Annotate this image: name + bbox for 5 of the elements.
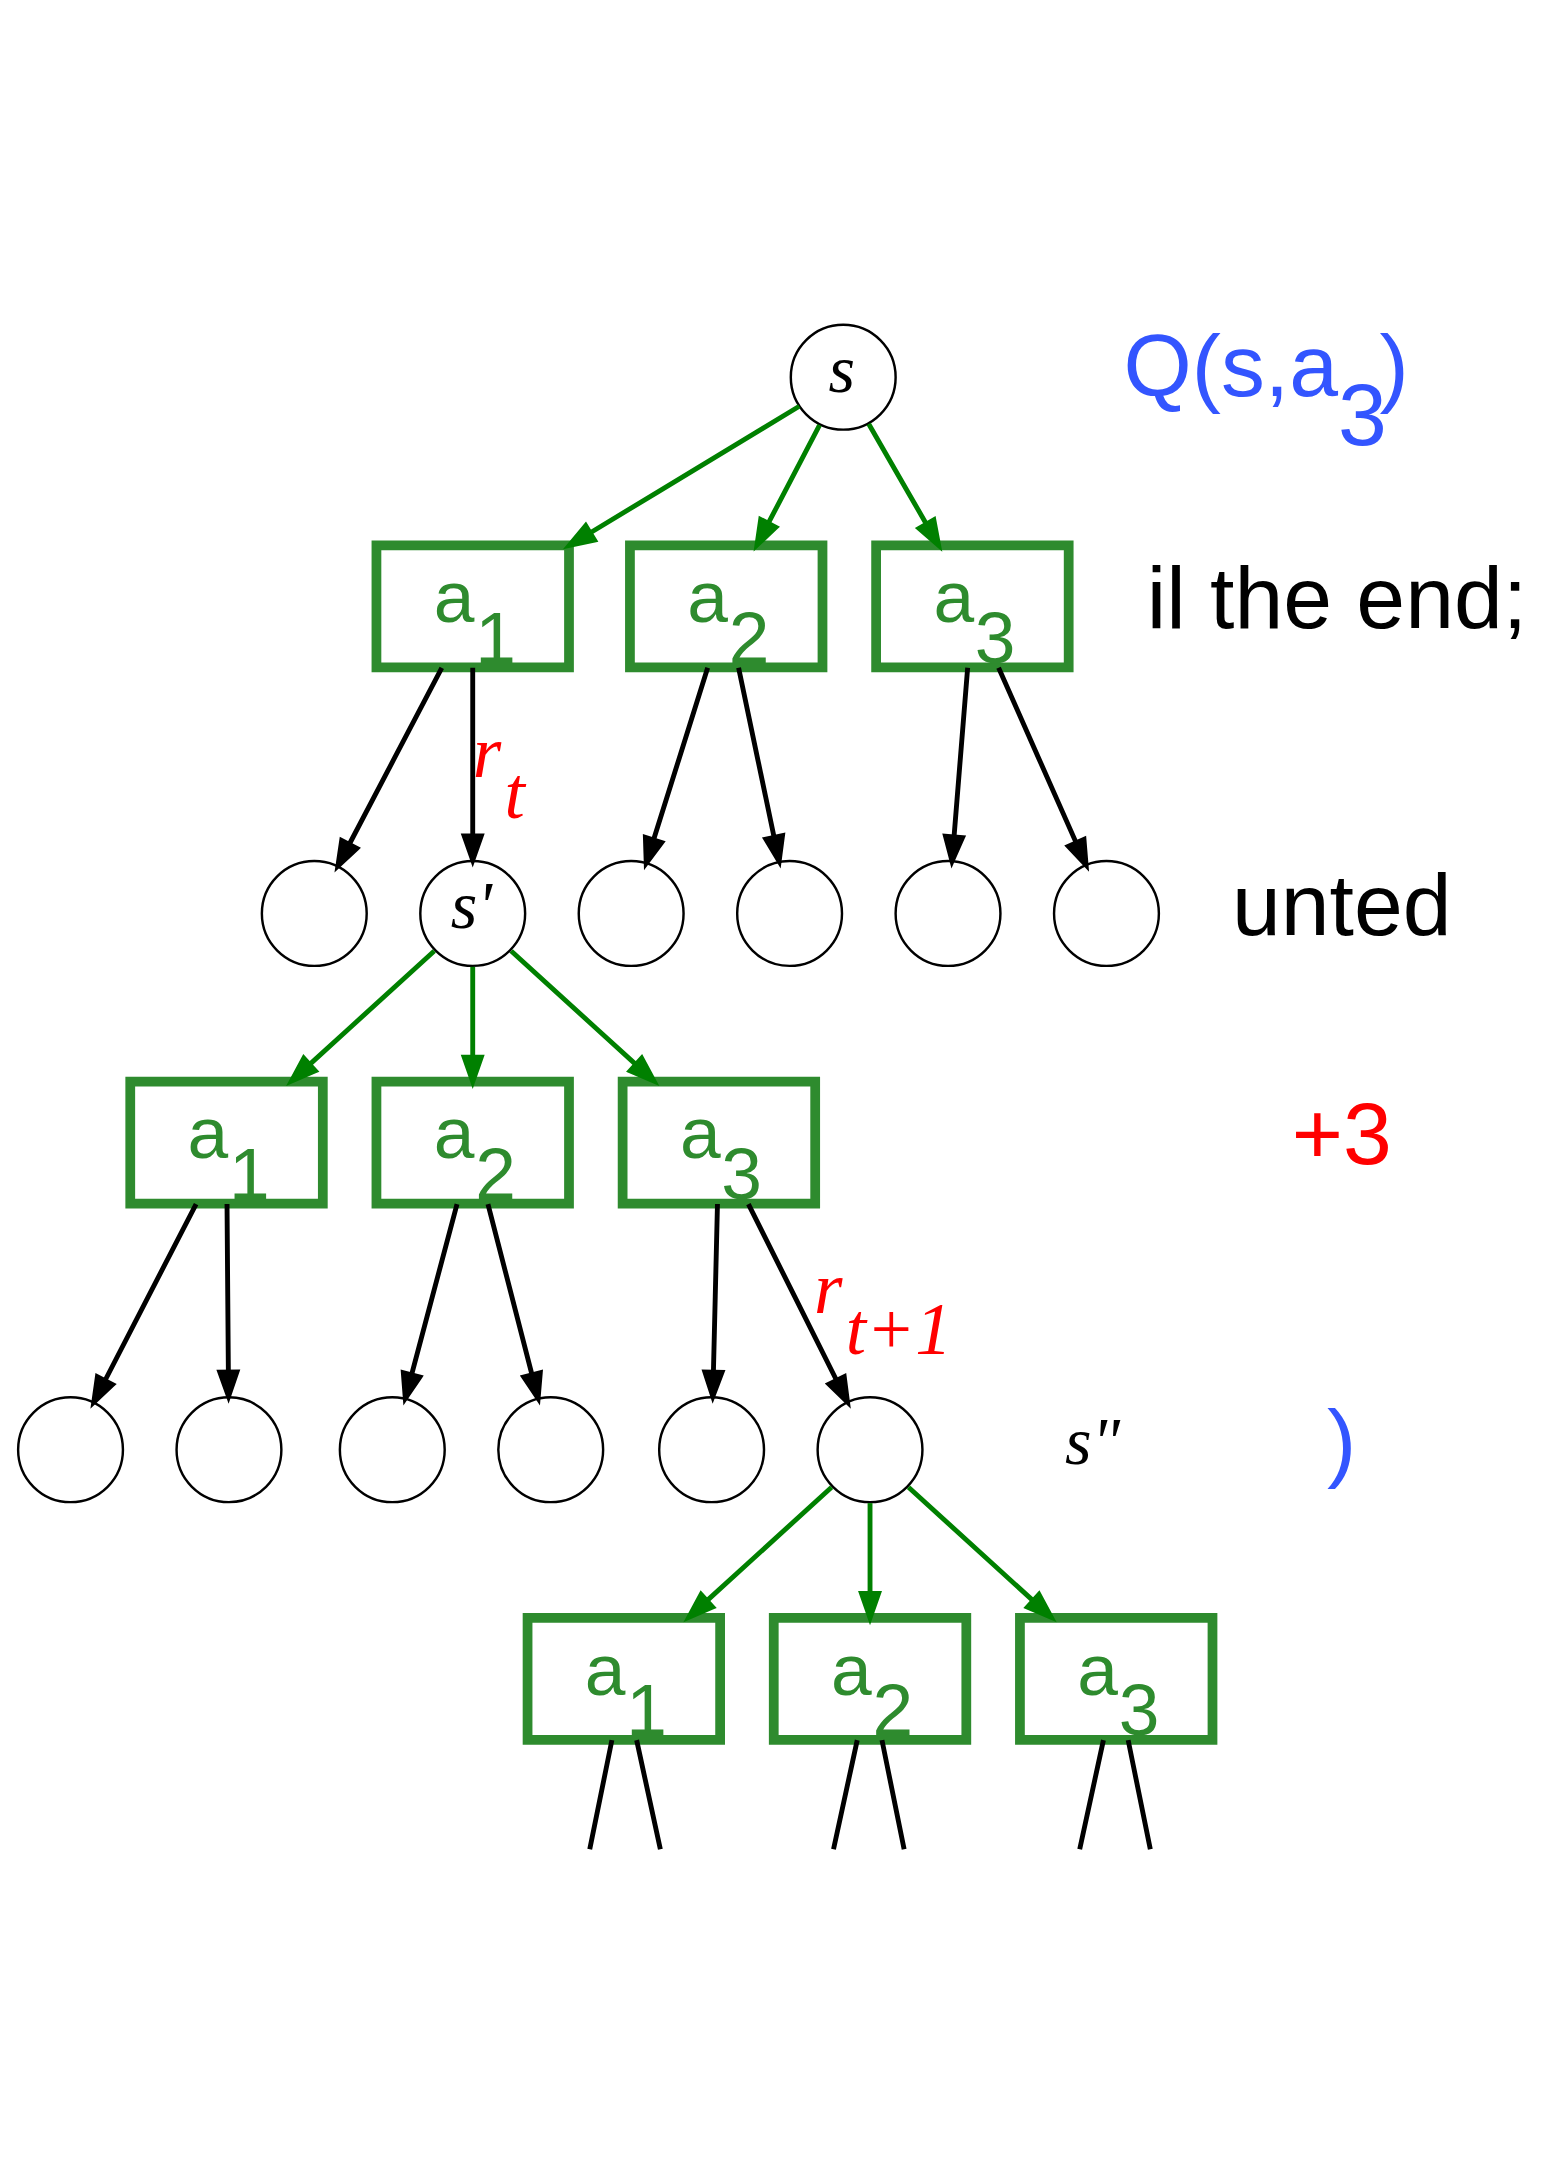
label: il the end; [1146,548,1528,647]
label: ) [1327,1391,1357,1490]
label: +3 [1291,1084,1392,1183]
label: unted [1232,855,1452,954]
node-label: s" [1065,1402,1121,1479]
